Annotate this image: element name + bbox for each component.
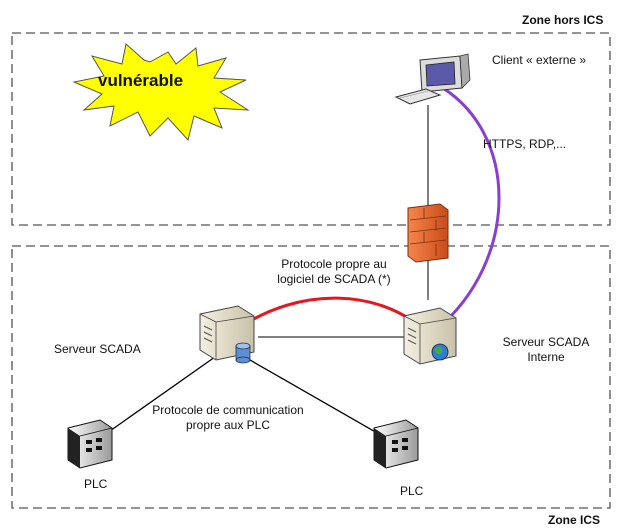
scada-protocol-label-line1: Protocole propre au xyxy=(281,257,387,271)
plc-right-icon xyxy=(373,419,419,469)
zone-outer-box xyxy=(11,32,611,226)
plc-right-label: PLC xyxy=(400,484,424,498)
scada-protocol-label-line2: logiciel de SCADA (*) xyxy=(277,272,391,286)
https-label: HTTPS, RDP,... xyxy=(483,137,567,151)
vulnerable-starburst xyxy=(72,43,250,142)
zone-inner-box xyxy=(11,245,611,509)
internal-scada-server-icon xyxy=(403,307,457,365)
vulnerable-label: vulnérable xyxy=(98,71,184,90)
red-scada-protocol-arrow xyxy=(234,296,426,332)
purple-https-arrow xyxy=(434,82,501,332)
plc-protocol-label-line1: Protocole de communication xyxy=(152,403,304,417)
plc-protocol-label-line2: propre aux PLC xyxy=(185,418,271,432)
scada-server-label: Serveur SCADA xyxy=(54,342,141,356)
firewall-icon xyxy=(407,203,449,263)
globe-icon xyxy=(431,343,449,361)
zone-outer-label: Zone hors ICS xyxy=(522,13,604,27)
client-label: Client « externe » xyxy=(492,53,587,67)
zone-inner-label: Zone ICS xyxy=(548,513,601,527)
internal-scada-label-line1: Serveur SCADA xyxy=(502,335,590,349)
database-icon xyxy=(235,342,251,364)
scada-to-plc-right-arrow xyxy=(235,351,387,439)
scada-to-plc-left-arrow xyxy=(99,351,223,439)
internal-scada-label-line2: Interne xyxy=(527,350,565,364)
client-computer-icon xyxy=(394,53,471,105)
plc-left-label: PLC xyxy=(84,477,108,491)
plc-left-icon xyxy=(67,419,113,469)
